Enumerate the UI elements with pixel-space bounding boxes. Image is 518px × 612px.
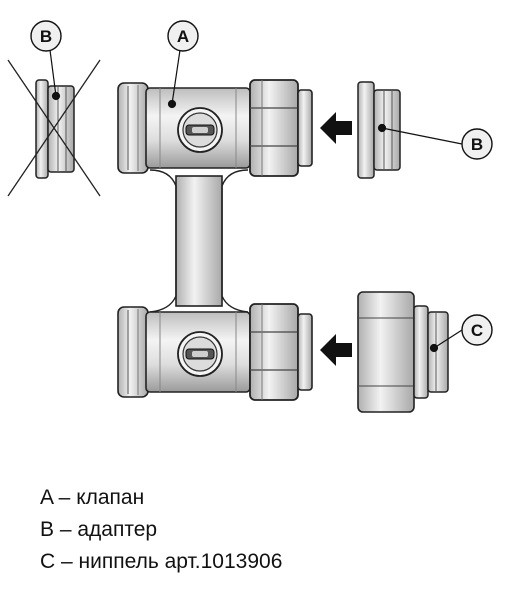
callout-b-crossed-letter: B bbox=[40, 27, 52, 46]
callout-a: A bbox=[167, 20, 199, 52]
lower-valve bbox=[117, 303, 313, 401]
nipple-c bbox=[357, 291, 449, 413]
callout-b-letter: B bbox=[471, 135, 483, 154]
legend: A – клапан B – адаптер C – ниппель арт.1… bbox=[40, 482, 510, 578]
crossed-adapter bbox=[7, 59, 101, 197]
bridge-pipe bbox=[175, 175, 223, 307]
arrow-lower-icon bbox=[320, 334, 352, 366]
callout-b-crossed: B bbox=[30, 20, 62, 52]
legend-item-b: B – адаптер bbox=[40, 518, 158, 541]
callout-a-letter: A bbox=[177, 27, 189, 46]
callout-b: B bbox=[461, 128, 493, 160]
upper-valve bbox=[117, 79, 313, 177]
legend-item-c: C – ниппель арт.1013906 bbox=[40, 550, 283, 573]
callout-c-letter: C bbox=[471, 321, 483, 340]
arrow-upper-icon bbox=[320, 112, 352, 144]
valve-assembly-diagram: A B B C bbox=[7, 20, 493, 413]
cross-line-2 bbox=[7, 59, 101, 197]
callout-c: C bbox=[461, 314, 493, 346]
legend-item-a: A – клапан bbox=[40, 486, 145, 509]
